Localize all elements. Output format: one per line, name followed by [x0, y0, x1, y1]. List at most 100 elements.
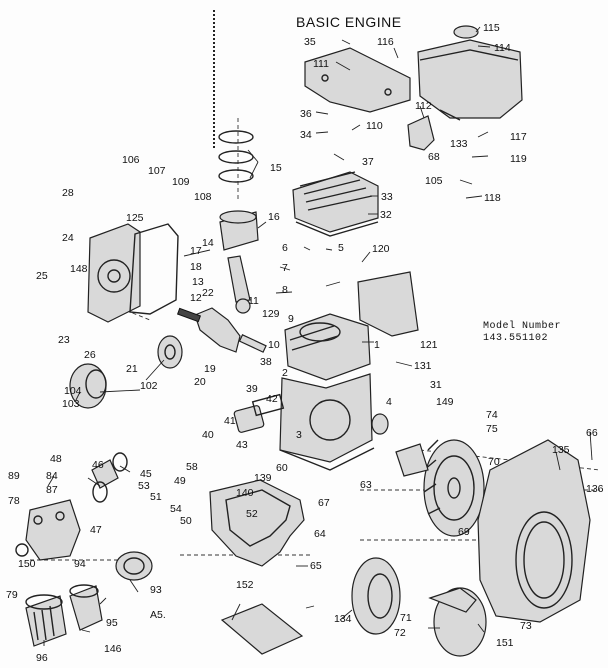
part-label: 3 — [296, 429, 302, 441]
part-label: 73 — [520, 620, 532, 632]
part-label: 58 — [186, 461, 198, 473]
part-label: 48 — [50, 453, 62, 465]
part-label: 151 — [496, 637, 514, 649]
part-label: 7 — [282, 262, 288, 274]
part-label: 95 — [106, 617, 118, 629]
part-label: 20 — [194, 376, 206, 388]
part-label: 140 — [236, 487, 254, 499]
part-label: 106 — [122, 154, 140, 166]
part-label: 109 — [172, 176, 190, 188]
breather — [91, 452, 128, 503]
diagram-title: BASIC ENGINE — [296, 14, 402, 30]
part-label: 22 — [202, 287, 214, 299]
part-label: 41 — [224, 415, 236, 427]
part-label: 117 — [510, 131, 527, 143]
part-label: 148 — [70, 263, 88, 275]
part-label: 131 — [414, 360, 432, 372]
part-label: 16 — [268, 211, 280, 223]
part-label: 102 — [140, 380, 158, 392]
part-label: 18 — [190, 261, 202, 273]
part-label: 134 — [334, 613, 352, 625]
part-label: 135 — [552, 444, 570, 456]
part-label: 49 — [174, 475, 186, 487]
part-label: 35 — [304, 36, 316, 48]
crankshaft — [176, 307, 267, 353]
part-label: 26 — [84, 349, 96, 361]
part-label: 149 — [436, 396, 454, 408]
part-label: 119 — [510, 153, 527, 165]
part-label: 75 — [486, 423, 498, 435]
part-label: 4 — [386, 396, 392, 408]
part-label: 47 — [90, 524, 102, 536]
part-label: 67 — [318, 497, 330, 509]
part-label: 28 — [62, 187, 74, 199]
part-label: 74 — [486, 409, 498, 421]
part-label: 54 — [170, 503, 182, 515]
part-label: 84 — [46, 470, 58, 482]
part-label: 87 — [46, 484, 58, 496]
part-label: 13 — [192, 276, 204, 288]
part-label: 32 — [380, 209, 392, 221]
carburetor — [15, 499, 81, 561]
part-label: 33 — [381, 191, 393, 203]
part-label: 69 — [458, 526, 470, 538]
blower-housing-lower — [209, 479, 305, 567]
part-label: 52 — [246, 508, 258, 520]
part-label: 110 — [366, 120, 383, 132]
part-label: 19 — [204, 363, 216, 375]
part-label: 133 — [450, 138, 468, 150]
part-label: 78 — [8, 495, 20, 507]
model-number-label: Model Number — [483, 320, 561, 332]
part-label: 53 — [138, 480, 150, 492]
part-label: 24 — [62, 232, 74, 244]
piston-rings — [218, 130, 254, 183]
part-label: 108 — [194, 191, 212, 203]
part-label: 39 — [246, 383, 258, 395]
muffler-parts — [371, 413, 429, 477]
part-label: 104 — [64, 385, 82, 397]
part-label: 63 — [360, 479, 372, 491]
part-label: 111 — [313, 58, 329, 70]
part-label: 118 — [484, 192, 501, 204]
crankcase-cover — [87, 223, 179, 323]
part-label: 129 — [262, 308, 280, 320]
fuel-tank — [417, 25, 523, 121]
part-label: 139 — [254, 472, 272, 484]
part-label: 152 — [236, 579, 254, 591]
part-label: 93 — [150, 584, 162, 596]
part-label: 15 — [270, 162, 282, 174]
part-label: 23 — [58, 334, 70, 346]
part-label: 71 — [400, 612, 412, 624]
part-label: 43 — [236, 439, 248, 451]
part-label: 12 — [190, 292, 202, 304]
part-label: 11 — [248, 295, 259, 307]
carburetor-parts — [233, 393, 285, 433]
part-label: 14 — [202, 237, 214, 249]
part-label: 146 — [104, 643, 122, 655]
part-label: 42 — [266, 393, 278, 405]
blower-housing — [477, 439, 591, 623]
recoil-starter — [428, 587, 487, 657]
part-label: 79 — [6, 589, 18, 601]
flywheel — [423, 439, 485, 537]
part-label: 94 — [74, 558, 86, 570]
part-label: 70 — [488, 456, 500, 468]
starter-pulley — [69, 363, 107, 409]
model-number-value: 143.551102 — [483, 333, 548, 344]
part-label: 103 — [62, 398, 80, 410]
part-label: 68 — [428, 151, 440, 163]
baffle-plate — [357, 271, 419, 337]
part-number-labels: 115 114 35 116 111 36 34 110 37 112 68 1… — [6, 22, 604, 664]
part-label: 105 — [425, 175, 443, 187]
part-label: 112 — [415, 100, 432, 112]
part-label: 51 — [150, 491, 162, 503]
part-label: 36 — [300, 108, 312, 120]
part-label: 37 — [362, 156, 374, 168]
part-label: 45 — [140, 468, 152, 480]
part-label: 21 — [126, 363, 138, 375]
part-label: 66 — [586, 427, 598, 439]
gasket-pad — [220, 603, 304, 655]
part-label: 121 — [420, 339, 438, 351]
